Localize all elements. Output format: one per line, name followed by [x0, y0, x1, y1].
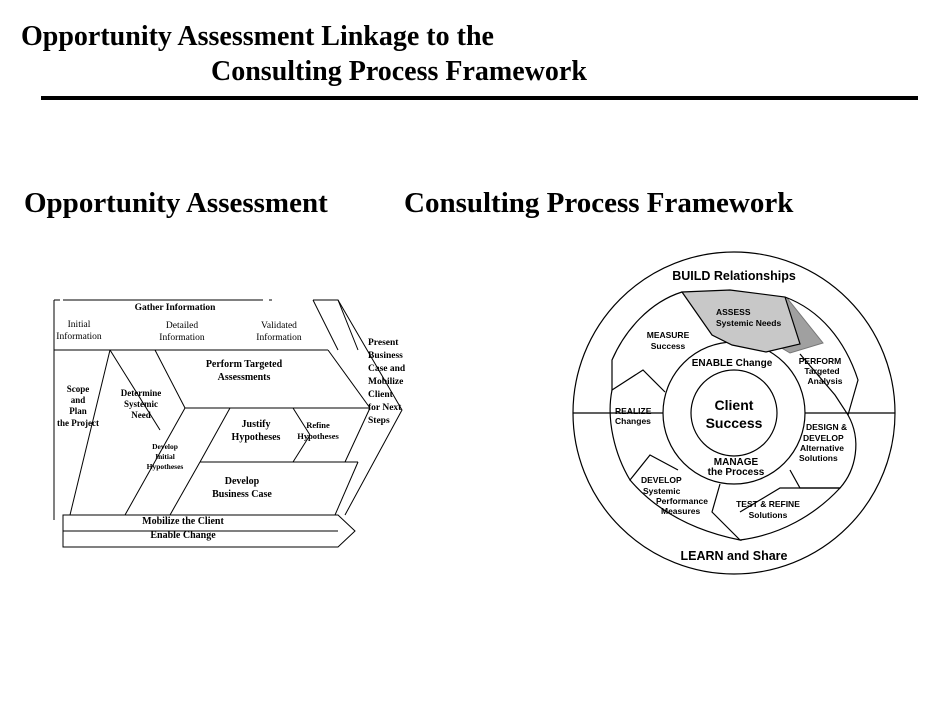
cpf-perform-3: Analysis	[808, 376, 843, 386]
oa-perform-1: Perform Targeted	[206, 359, 283, 370]
cpf-design-2: DEVELOP	[803, 433, 844, 443]
oa-enable-change: Enable Change	[150, 530, 216, 541]
oa-gather-right	[312, 299, 339, 351]
cpf-build-relationships: BUILD Relationships	[672, 269, 796, 283]
oa-present-7: Steps	[368, 416, 390, 426]
oa-initial-hyp-3: Hypotheses	[147, 462, 184, 471]
cpf-design-3: Alternative	[800, 443, 844, 453]
cpf-assess-1: ASSESS	[716, 307, 751, 317]
cpf-measure-2: Success	[651, 341, 686, 351]
oa-perform-2: Assessments	[218, 372, 271, 383]
cpf-client-success-1: Client	[715, 397, 754, 413]
cpf-perform-2: Targeted	[804, 366, 839, 376]
cpf-manage-2: the Process	[708, 467, 765, 478]
oa-initial-hyp-1: Develop	[152, 442, 178, 451]
opportunity-assessment-heading: Opportunity Assessment	[24, 187, 328, 219]
oa-determine-3: Need	[131, 410, 151, 420]
cpf-measure-1: MEASURE	[647, 330, 690, 340]
cpf-learn-share: LEARN and Share	[681, 549, 788, 563]
cpf-develop-2: Systemic	[643, 486, 681, 496]
oa-justify-1: Justify	[242, 419, 271, 430]
oa-present-4: Mobilize	[368, 377, 403, 387]
cpf-test-segment	[739, 487, 842, 541]
oa-business-right	[334, 461, 359, 516]
oa-determine-top	[109, 349, 161, 431]
cpf-develop-4: Measures	[661, 506, 700, 516]
oa-business-case-2: Business Case	[212, 489, 272, 500]
page-title-line-2: Consulting Process Framework	[211, 56, 587, 87]
oa-detailed-info-1: Detailed	[166, 321, 198, 331]
cpf-develop-1: DEVELOP	[641, 475, 682, 485]
oa-present-2: Business	[368, 351, 403, 361]
page-title-line-1: Opportunity Assessment Linkage to the	[21, 21, 494, 52]
oa-scope-4: the Project	[57, 418, 99, 428]
oa-scope-divider	[69, 349, 111, 516]
oa-refine-2: Hypotheses	[297, 431, 339, 441]
cpf-assess-2: Systemic Needs	[716, 318, 781, 328]
title-divider	[41, 96, 918, 100]
oa-develop-divider	[169, 461, 201, 516]
cpf-assess-segment	[680, 289, 801, 353]
oa-present-5: Client	[368, 390, 394, 400]
oa-validated-info-2: Information	[256, 332, 302, 343]
cpf-realize-1: REALIZE	[615, 406, 652, 416]
oa-scope-1: Scope	[67, 384, 90, 394]
cpf-develop-3: Performance	[656, 496, 708, 506]
cpf-develop-segment	[629, 479, 742, 541]
cpf-perform-1: PERFORM	[799, 356, 842, 366]
cpf-inner-circle	[690, 369, 778, 457]
cpf-enable-change: ENABLE Change	[692, 358, 773, 369]
oa-refine-1: Refine	[306, 420, 330, 430]
oa-justify-2: Hypotheses	[232, 432, 281, 443]
consulting-process-framework-heading: Consulting Process Framework	[404, 187, 794, 219]
oa-determine-2: Systemic	[124, 399, 158, 409]
oa-justify-right	[292, 407, 311, 463]
cpf-client-success-2: Success	[706, 415, 763, 431]
oa-present-3: Case and	[368, 364, 406, 374]
cpf-realize-segment	[609, 389, 679, 482]
cpf-measure-segment	[611, 291, 683, 393]
cpf-manage-1: MANAGE	[714, 457, 759, 468]
oa-initial-info-1: Initial	[68, 320, 91, 330]
oa-determine-1: Determine	[121, 388, 161, 398]
oa-business-case-1: Develop	[225, 476, 260, 487]
oa-detailed-info-2: Information	[159, 332, 205, 343]
oa-refine-right	[344, 407, 371, 463]
cpf-design-1: DESIGN &	[806, 422, 847, 432]
oa-determine-divider	[124, 407, 186, 516]
cpf-test-2: Solutions	[749, 510, 788, 520]
cpf-design-4: Solutions	[799, 453, 838, 463]
oa-mobilize-client: Mobilize the Client	[142, 516, 224, 527]
oa-initial-info-2: Information	[56, 331, 102, 342]
oa-present-chevron	[337, 299, 403, 516]
oa-present-6: for Next	[368, 403, 402, 413]
oa-justify-left	[199, 407, 231, 463]
oa-present-1: Present	[368, 338, 399, 348]
oa-initial-hyp-2: Initial	[155, 452, 175, 461]
oa-perform-left	[154, 349, 186, 409]
oa-scope-3: Plan	[69, 406, 87, 416]
cpf-realize-2: Changes	[615, 416, 651, 426]
oa-gather-information: Gather Information	[135, 303, 217, 313]
oa-mobilize-bar	[62, 514, 356, 548]
oa-perform-right	[327, 349, 371, 409]
cpf-perform-segment	[784, 296, 859, 417]
oa-scope-2: and	[71, 395, 86, 405]
cpf-test-1: TEST & REFINE	[736, 499, 800, 509]
oa-validated-info-1: Validated	[261, 321, 297, 331]
